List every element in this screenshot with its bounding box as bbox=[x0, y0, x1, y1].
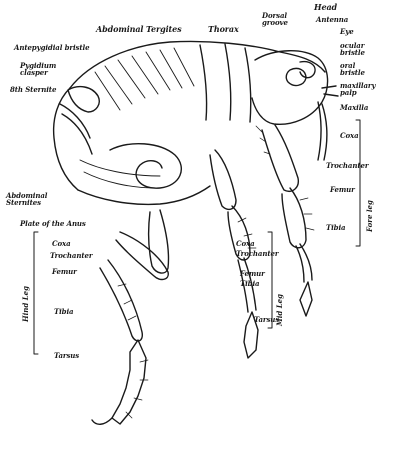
label-trochanter-hind: Trochanter bbox=[50, 252, 92, 259]
label-tibia-mid: Tibia bbox=[240, 280, 259, 287]
label-coxa-fore: Coxa bbox=[340, 132, 359, 139]
oral-bristles bbox=[322, 86, 338, 96]
label-trochanter-fore: Trochanter bbox=[326, 162, 368, 169]
label-abdominal-tergites: Abdominal Tergites bbox=[96, 26, 182, 33]
label-trochanter-mid: Trochanter bbox=[236, 250, 278, 257]
label-mid-leg: Mid Leg bbox=[276, 294, 283, 326]
label-coxa-hind: Coxa bbox=[52, 240, 71, 247]
label-dorsal-groove: Dorsal groove bbox=[262, 12, 296, 26]
aedeagus-coil bbox=[110, 144, 181, 189]
sternite-lines bbox=[80, 160, 160, 188]
label-tibia-hind: Tibia bbox=[54, 308, 73, 315]
label-tibia-fore: Tibia bbox=[326, 224, 345, 231]
label-abdominal-sternites: Abdominal Sternites bbox=[6, 192, 64, 206]
midleg-coxa bbox=[210, 150, 236, 209]
label-femur-hind: Femur bbox=[52, 268, 77, 275]
label-oral-bristle: oral bristle bbox=[340, 62, 374, 76]
label-hind-leg: Hind Leg bbox=[22, 286, 29, 322]
label-plate-of-the-anus: Plate of the Anus bbox=[20, 220, 86, 227]
hindleg-tarsus bbox=[112, 340, 146, 424]
label-thorax: Thorax bbox=[208, 26, 239, 33]
label-femur-fore: Femur bbox=[330, 186, 355, 193]
label-maxillary-palp: maxillary palp bbox=[340, 82, 384, 96]
hindleg-bracket bbox=[34, 232, 38, 354]
label-antepygidial-bristle: Antepygidial bristle bbox=[14, 44, 94, 51]
foreleg-femur bbox=[282, 188, 306, 248]
maxillary-palp-shape bbox=[318, 102, 327, 160]
hindleg-tibia bbox=[100, 260, 142, 341]
foreleg-tibia bbox=[296, 244, 312, 282]
label-femur-mid: Femur bbox=[240, 270, 265, 277]
thorax-segments bbox=[200, 44, 251, 122]
label-head: Head bbox=[314, 4, 337, 11]
hindleg-coxa bbox=[149, 210, 169, 273]
label-pygidium-clasper: Pygidium clasper bbox=[20, 62, 76, 76]
label-coxa-mid: Coxa bbox=[236, 240, 255, 247]
hindleg-claw bbox=[92, 418, 112, 424]
label-maxilla: Maxilla bbox=[340, 104, 368, 111]
label-tarsus-hind: Tarsus bbox=[54, 352, 79, 359]
label-antenna: Antenna bbox=[316, 16, 348, 23]
label-ocular-bristle: ocular bristle bbox=[340, 42, 380, 56]
label-fore-leg: Fore leg bbox=[366, 200, 373, 232]
foreleg-coxa bbox=[262, 125, 298, 191]
foreleg-tarsus bbox=[300, 282, 312, 316]
bristles bbox=[118, 126, 314, 418]
head-outline bbox=[252, 51, 328, 125]
body-ventral-outline bbox=[78, 186, 210, 204]
label-eighth-sternite: 8th Sternite bbox=[10, 86, 56, 93]
pygidium-shape bbox=[68, 87, 99, 112]
label-eye: Eye bbox=[340, 28, 354, 35]
midleg-bracket bbox=[268, 232, 272, 328]
